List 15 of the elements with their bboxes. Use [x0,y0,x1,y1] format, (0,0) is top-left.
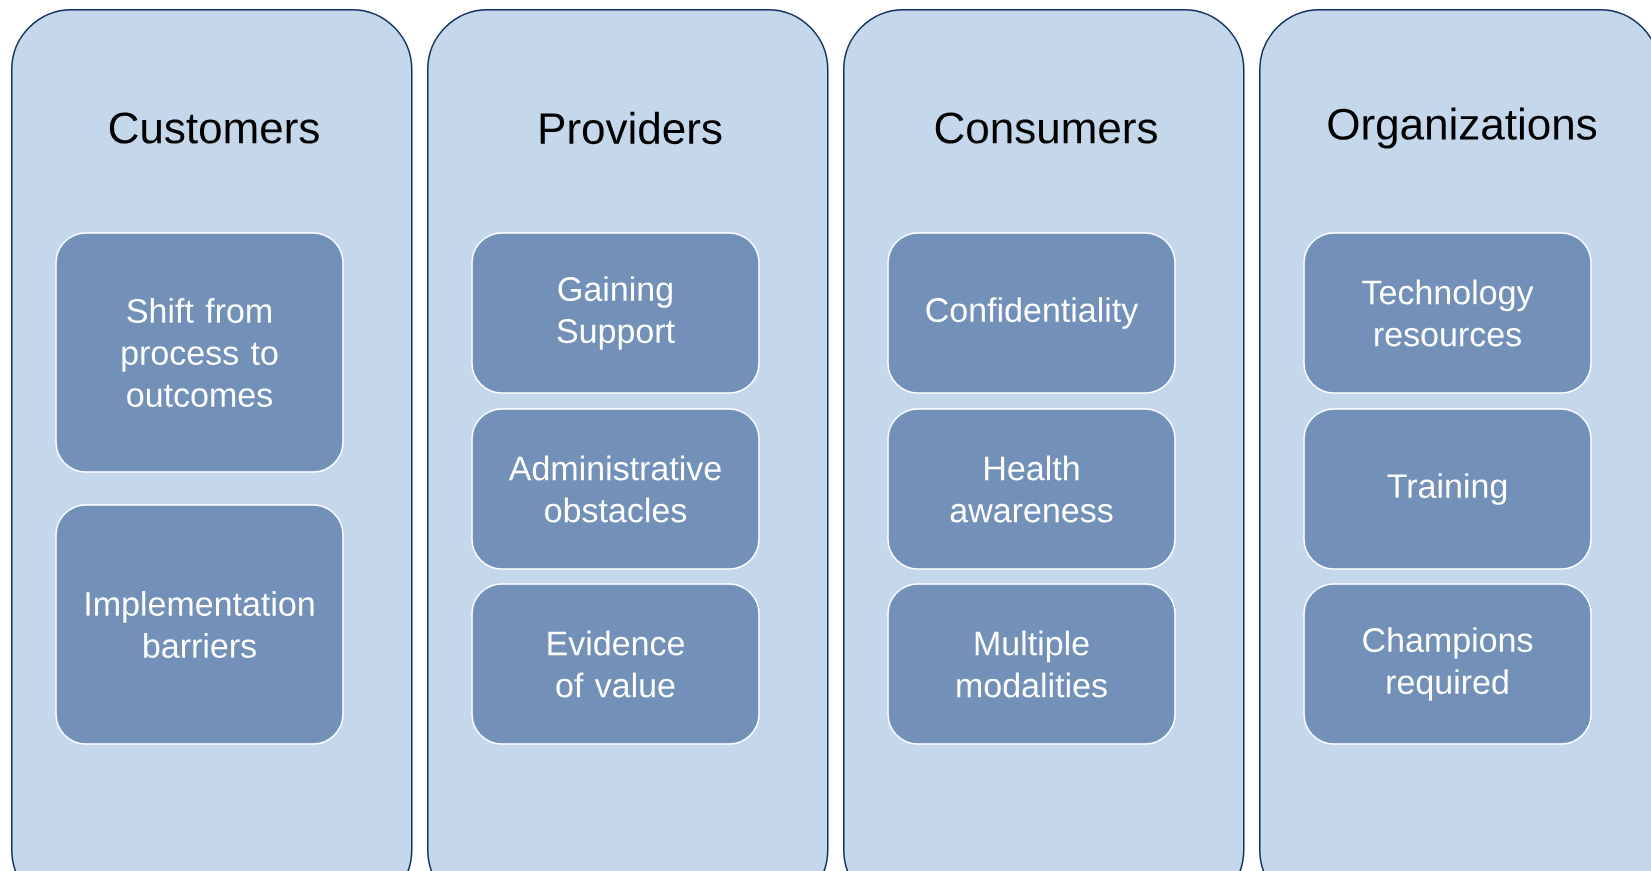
topic-box: Evidence of value [471,583,760,745]
column-heading: Customers [109,112,319,144]
topic-box: Technology resources [1303,232,1592,394]
topic-box: Health awareness [887,408,1176,570]
column-heading: Providers [540,111,722,145]
column-heading: Organizations [1328,107,1597,149]
topic-box: Champions required [1303,583,1592,745]
topic-box: Training [1303,408,1592,570]
column-heading: Consumers [935,112,1157,144]
topic-box: Shift from process to outcomes [55,232,344,473]
topic-box: Implementation barriers [55,504,344,745]
topic-box: Multiple modalities [887,583,1176,745]
topic-box: Confidentiality [887,232,1176,394]
topic-box: Gaining Support [471,232,760,394]
topic-box: Administrative obstacles [471,408,760,570]
